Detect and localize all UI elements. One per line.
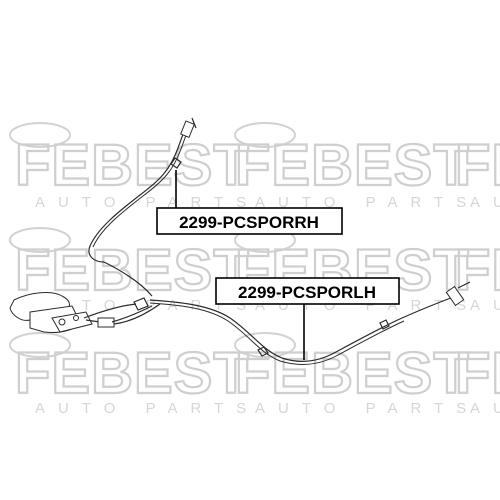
cable-rh-clip — [170, 157, 182, 169]
watermark-subtext: AUTO PARTS — [35, 194, 259, 211]
watermark-subtext: AUTO PARTS — [35, 400, 259, 417]
equalizer — [97, 317, 115, 328]
label-lh: 2299-PCSPORLH — [215, 277, 400, 305]
watermark-subtext: AUTO PARTS — [35, 297, 259, 314]
cable-lh-clip — [257, 346, 269, 357]
label-rh-text: 2299-PCSPORRH — [179, 213, 319, 232]
watermark-logo: FEBEST — [455, 341, 500, 406]
watermark-logo: FEBEST — [235, 341, 470, 406]
watermark-logo: FEBEST — [235, 133, 470, 198]
watermark-subtext: AUTO PARTS — [470, 400, 500, 417]
watermark-layer: FEBEST AUTO PARTS FEBEST AUTO PARTS FEBE… — [9, 122, 500, 417]
cable-rh — [88, 117, 197, 297]
watermark-2: FEBEST AUTO PARTS — [234, 122, 479, 211]
watermark-7: FEBEST AUTO PARTS — [9, 332, 259, 417]
cable-rh-end-fitting — [180, 120, 195, 139]
cable-lh-clip — [379, 319, 390, 330]
watermark-3: FEBEST AUTO PARTS — [454, 132, 500, 211]
watermark-1: FEBEST AUTO PARTS — [9, 122, 259, 211]
watermark-logo: FEBEST — [15, 341, 250, 406]
label-rh: 2299-PCSPORRH — [156, 207, 343, 235]
label-lh-text: 2299-PCSPORLH — [238, 283, 376, 302]
parking-brake-lever — [9, 292, 161, 333]
watermark-subtext: AUTO PARTS — [255, 400, 479, 417]
cable-lh — [149, 281, 471, 365]
watermark-logo: FEBEST — [455, 238, 500, 303]
watermark-subtext: AUTO PARTS — [470, 194, 500, 211]
watermark-8: FEBEST AUTO PARTS — [234, 332, 479, 417]
watermark-logo: FEBEST — [455, 133, 500, 198]
watermark-subtext: AUTO PARTS — [470, 297, 500, 314]
watermark-logo: FEBEST — [15, 133, 250, 198]
watermark-6: FEBEST AUTO PARTS — [454, 237, 500, 314]
watermark-subtext: AUTO PARTS — [255, 194, 479, 211]
cable-lh-end-fitting — [445, 285, 465, 307]
watermark-9: FEBEST AUTO PARTS — [454, 340, 500, 417]
